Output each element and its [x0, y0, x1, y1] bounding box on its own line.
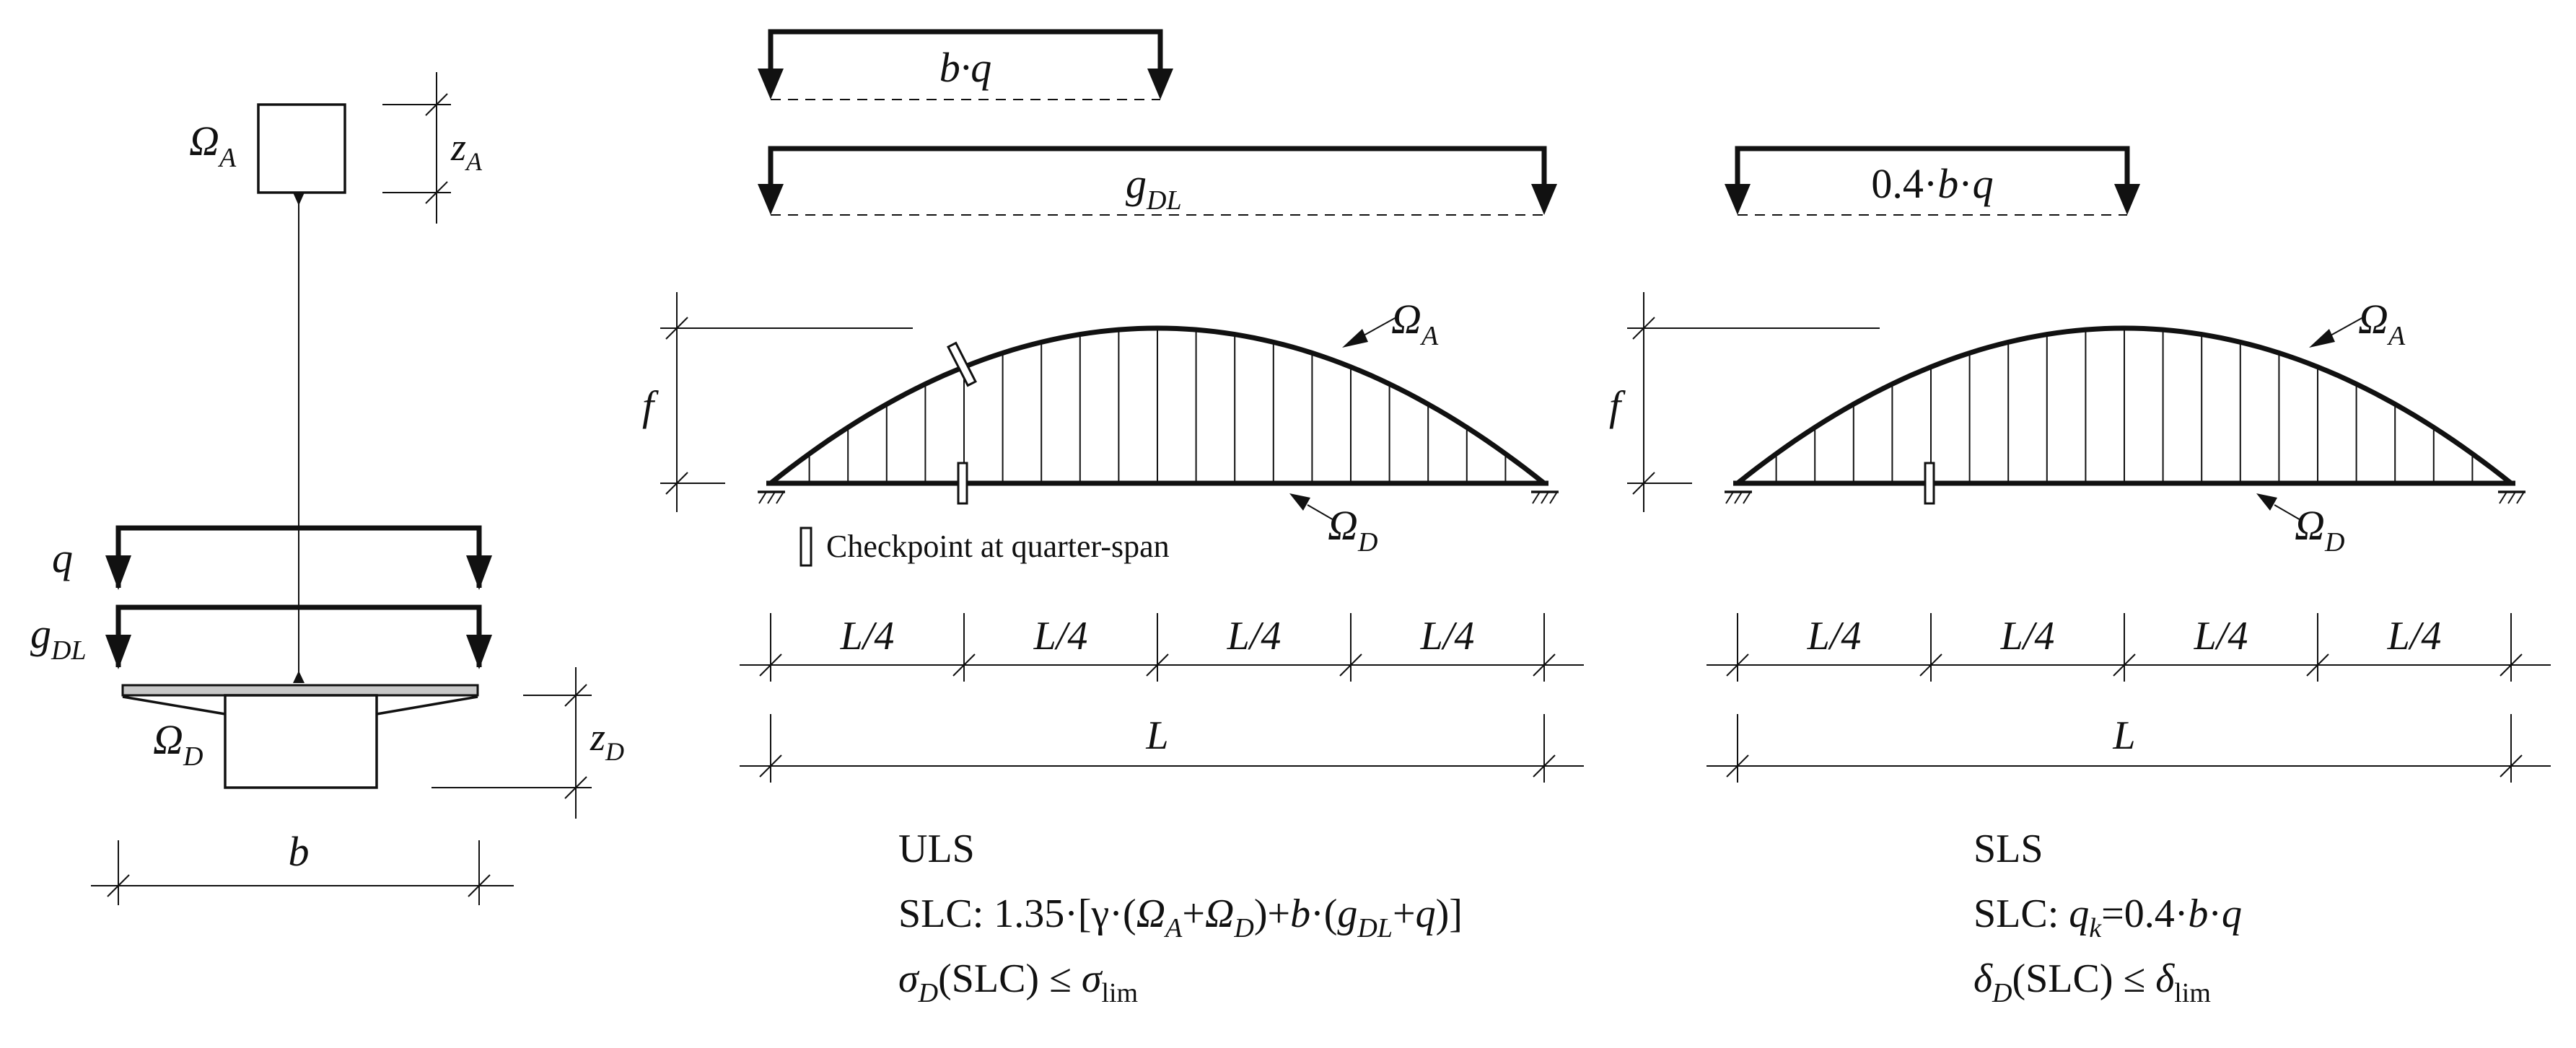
sls-load-arrow	[1725, 146, 2140, 216]
uls-rise-tick-top	[665, 317, 688, 340]
deck-cantilever-right	[376, 695, 478, 715]
uls-deck-checkpoint-marker	[957, 462, 968, 505]
hanger-bottom-anchor	[293, 671, 305, 683]
width-tick-left	[107, 874, 130, 897]
uls-hanger-group	[808, 328, 1507, 483]
width-label: b	[289, 828, 310, 875]
uls-dead-load-arrow	[758, 146, 1557, 216]
uls-arch-label: ΩA	[1391, 296, 1439, 351]
uls-arch-checkpoint-marker	[947, 341, 977, 387]
arch-section-label: ΩA	[189, 118, 237, 173]
sls-span-tick-left	[1726, 754, 1749, 778]
uls-dead-load-label: gDL	[1126, 160, 1182, 216]
checkpoint-legend-icon	[799, 527, 812, 567]
deck-section-label: ΩD	[153, 716, 203, 772]
sls-hanger-group	[1775, 328, 2474, 483]
sls-span-label: L	[2112, 713, 2135, 758]
uls-deck-label: ΩD	[1328, 502, 1377, 558]
q-load-label: q	[52, 534, 73, 581]
uls-elevation: b·q gDL f	[642, 29, 1584, 1008]
uls-bq-label: b·q	[939, 44, 992, 91]
uls-title: ULS	[898, 827, 975, 871]
sls-arch-curve	[1735, 325, 2513, 485]
dead-load-arrow	[105, 604, 492, 669]
uls-arch-curve	[768, 325, 1546, 485]
uls-check-formula: σD(SLC) ≤ σlim	[898, 956, 1138, 1008]
sls-elevation: 0.4·b·q f ΩA ΩD	[1609, 146, 2551, 1008]
q-load-arrow	[105, 525, 492, 590]
deck-slab	[121, 684, 479, 697]
sls-quarter-label-1: L/4	[1807, 614, 1862, 659]
sls-quarter-label-3: L/4	[2194, 614, 2248, 659]
z-deck-tick-bottom	[564, 776, 587, 799]
uls-rise-label: f	[642, 382, 659, 429]
uls-deck-callout-line	[1307, 504, 1336, 521]
uls-quarter-tick-1	[952, 653, 976, 677]
uls-quarter-tick-3	[1339, 653, 1362, 677]
uls-arch-callout-arrowhead	[1342, 329, 1368, 348]
deck-girder-box	[224, 694, 378, 789]
uls-arch-callout-line	[1363, 317, 1397, 336]
z-deck-label: zD	[590, 715, 624, 766]
sls-check-formula: δD(SLC) ≤ δlim	[1973, 956, 2211, 1008]
uls-bq-load-arrow	[758, 29, 1173, 100]
uls-deck-callout-arrowhead	[1289, 493, 1310, 511]
uls-left-support	[758, 490, 785, 504]
uls-quarter-tick-0	[759, 653, 782, 677]
uls-slc-formula: SLC: 1.35·[γ·(ΩA+ΩD)+b·(gDL+q)]	[898, 891, 1463, 943]
sls-span-tick-right	[2500, 754, 2523, 778]
deck-cantilever-left	[122, 695, 226, 715]
sls-rise-tick-bottom	[1632, 472, 1655, 495]
sls-quarter-tick-3	[2306, 653, 2329, 677]
sls-arch-callout-line	[2330, 317, 2364, 336]
uls-quarter-label-1: L/4	[840, 614, 895, 659]
uls-right-support	[1531, 490, 1559, 504]
width-tick-right	[468, 874, 491, 897]
sls-title: SLS	[1973, 827, 2043, 871]
uls-span-tick-left	[759, 754, 782, 778]
sls-quarter-tick-4	[2500, 653, 2523, 677]
sls-right-support	[2498, 490, 2525, 504]
arch-section-box	[257, 103, 346, 194]
sls-rise-tick-top	[1632, 317, 1655, 340]
cross-section: ΩA zA q gDL ΩD	[30, 72, 624, 905]
uls-span-label: L	[1145, 713, 1168, 758]
sls-rise-label: f	[1609, 382, 1626, 429]
uls-quarter-tick-4	[1533, 653, 1556, 677]
z-arch-label: zA	[450, 126, 483, 176]
sls-left-support	[1725, 490, 1752, 504]
sls-quarter-tick-1	[1919, 653, 1942, 677]
sls-quarter-label-4: L/4	[2387, 614, 2442, 659]
checkpoint-legend-label: Checkpoint at quarter-span	[826, 529, 1170, 564]
hanger-top-anchor	[293, 193, 305, 206]
sls-load-label: 0.4·b·q	[1871, 160, 1993, 207]
z-arch-tick-top	[425, 93, 448, 116]
z-arch-tick-bottom	[425, 181, 448, 204]
uls-quarter-label-4: L/4	[1420, 614, 1475, 659]
sls-quarter-tick-0	[1726, 653, 1749, 677]
sls-deck-callout-arrowhead	[2256, 493, 2277, 511]
sls-arch-callout-arrowhead	[2309, 329, 2335, 348]
uls-quarter-tick-2	[1146, 653, 1169, 677]
sls-deck-checkpoint-marker	[1924, 462, 1935, 505]
sls-quarter-tick-2	[2113, 653, 2136, 677]
sls-arch-label: ΩA	[2358, 296, 2406, 351]
uls-rise-tick-bottom	[665, 472, 688, 495]
sls-slc-formula: SLC: qk=0.4·b·q	[1973, 891, 2242, 943]
uls-quarter-label-2: L/4	[1033, 614, 1088, 659]
sls-deck-label: ΩD	[2295, 502, 2344, 558]
uls-span-tick-right	[1533, 754, 1556, 778]
dead-load-label: gDL	[30, 610, 87, 666]
uls-quarter-label-3: L/4	[1227, 614, 1282, 659]
sls-quarter-label-2: L/4	[2000, 614, 2055, 659]
sls-deck-callout-line	[2274, 504, 2303, 521]
z-deck-tick-top	[564, 684, 587, 707]
